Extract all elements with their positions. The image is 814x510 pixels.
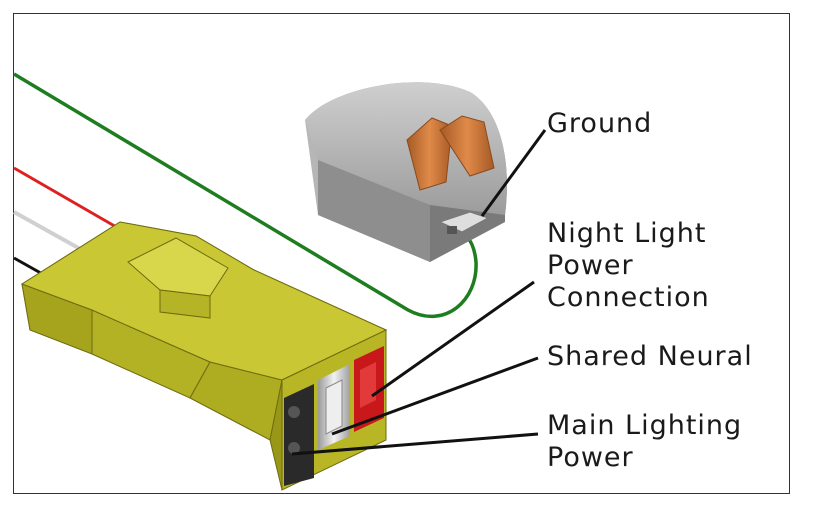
label-night-light-line2: Power <box>547 250 634 281</box>
leader-night-light <box>371 280 535 398</box>
leader-ground <box>480 129 547 217</box>
leader-main-lighting <box>291 432 539 456</box>
label-ground: Ground <box>547 108 653 139</box>
ground-block <box>305 82 507 262</box>
white-wire <box>13 210 83 252</box>
leader-lines <box>291 129 547 456</box>
leader-shared-neural <box>331 356 539 436</box>
diagram-frame <box>13 13 790 494</box>
connector-housing <box>20 221 388 491</box>
label-night-light-line3: Connection <box>547 282 710 313</box>
label-main-lighting-line1: Main Lighting <box>547 410 743 441</box>
label-night-light-line1: Night Light <box>547 218 707 249</box>
label-shared-neural: Shared Neural <box>547 341 753 372</box>
connector-terminals <box>284 346 384 486</box>
red-wire <box>13 166 119 230</box>
black-terminal <box>284 384 314 486</box>
label-main-lighting-line2: Power <box>547 442 634 473</box>
